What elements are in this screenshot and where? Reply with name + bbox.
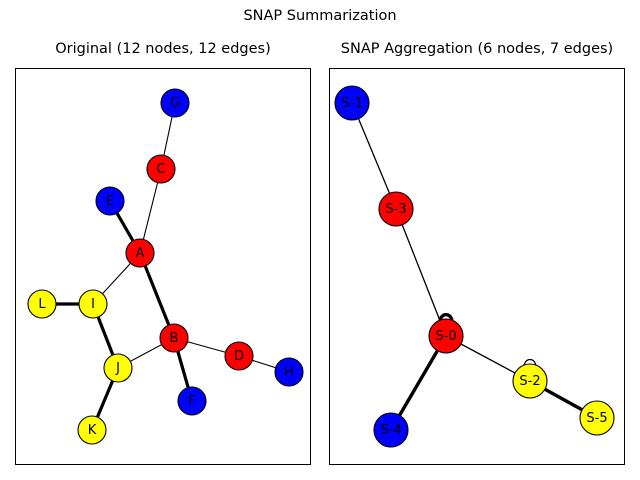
node-label: A xyxy=(136,246,145,261)
node-circle[interactable] xyxy=(125,238,155,268)
graph-node-C[interactable]: C xyxy=(146,154,176,184)
figure-suptitle: SNAP Summarization xyxy=(243,8,397,24)
node-group-snap: S-1S-3S-0S-2S-4 S-5 xyxy=(334,85,615,448)
node-circle[interactable] xyxy=(78,289,108,319)
node-circle[interactable] xyxy=(177,386,207,416)
graph-node-E[interactable]: E xyxy=(95,186,125,216)
graph-node-I[interactable]: I xyxy=(78,289,108,319)
node-circle[interactable] xyxy=(159,323,189,353)
graph-node-J[interactable]: J xyxy=(103,353,133,383)
node-label: D xyxy=(234,349,244,364)
node-circle[interactable] xyxy=(512,363,548,399)
node-label: B xyxy=(170,331,179,346)
graph-node-B[interactable]: B xyxy=(159,323,189,353)
node-circle[interactable] xyxy=(27,289,57,319)
node-label: S-2 xyxy=(519,374,540,389)
graph-node-K[interactable]: K xyxy=(77,415,107,445)
graph-node-D[interactable]: D xyxy=(224,341,254,371)
graph-node-S-5[interactable]: S-5 xyxy=(579,400,615,436)
node-circle[interactable] xyxy=(95,186,125,216)
node-label: I xyxy=(91,297,95,312)
node-circle[interactable] xyxy=(378,191,414,227)
node-label: F xyxy=(188,394,195,409)
node-circle[interactable] xyxy=(77,415,107,445)
graph-node-S-0[interactable]: S-0 xyxy=(428,318,464,354)
node-group-original: G C E A L I B D J H F K xyxy=(27,88,304,445)
node-circle[interactable] xyxy=(224,341,254,371)
node-circle[interactable] xyxy=(373,412,409,448)
graph-node-F[interactable]: F xyxy=(177,386,207,416)
graph-node-G[interactable]: G xyxy=(160,88,190,118)
node-label: S-0 xyxy=(435,329,456,344)
graph-node-L[interactable]: L xyxy=(27,289,57,319)
panel-original xyxy=(15,68,311,465)
node-label: J xyxy=(115,361,120,376)
node-circle[interactable] xyxy=(334,85,370,121)
node-circle[interactable] xyxy=(428,318,464,354)
graph-node-S-1[interactable]: S-1 xyxy=(334,85,370,121)
node-label: K xyxy=(88,423,97,438)
node-label: S-1 xyxy=(341,96,362,111)
panel-title-snap: SNAP Aggregation (6 nodes, 7 edges) xyxy=(340,41,614,57)
node-circle[interactable] xyxy=(160,88,190,118)
graph-node-S-3[interactable]: S-3 xyxy=(378,191,414,227)
node-circle[interactable] xyxy=(274,357,304,387)
graph-node-H[interactable]: H xyxy=(274,357,304,387)
node-label: S-4 xyxy=(380,423,401,438)
graph-node-S-4[interactable]: S-4 xyxy=(373,412,409,448)
node-label: S-3 xyxy=(385,202,406,217)
node-circle[interactable] xyxy=(103,353,133,383)
node-circle[interactable] xyxy=(146,154,176,184)
panel-title-original: Original (12 nodes, 12 edges) xyxy=(55,41,271,57)
node-circle[interactable] xyxy=(579,400,615,436)
graph-node-S-2[interactable]: S-2 xyxy=(512,363,548,399)
node-label: E xyxy=(106,194,114,209)
node-label: C xyxy=(156,162,165,177)
node-label: G xyxy=(170,96,180,111)
panel-snap-aggregation xyxy=(329,68,625,465)
node-label: H xyxy=(284,365,294,380)
graph-node-A[interactable]: A xyxy=(125,238,155,268)
node-label: S-5 xyxy=(586,411,607,426)
node-label: L xyxy=(38,297,46,312)
